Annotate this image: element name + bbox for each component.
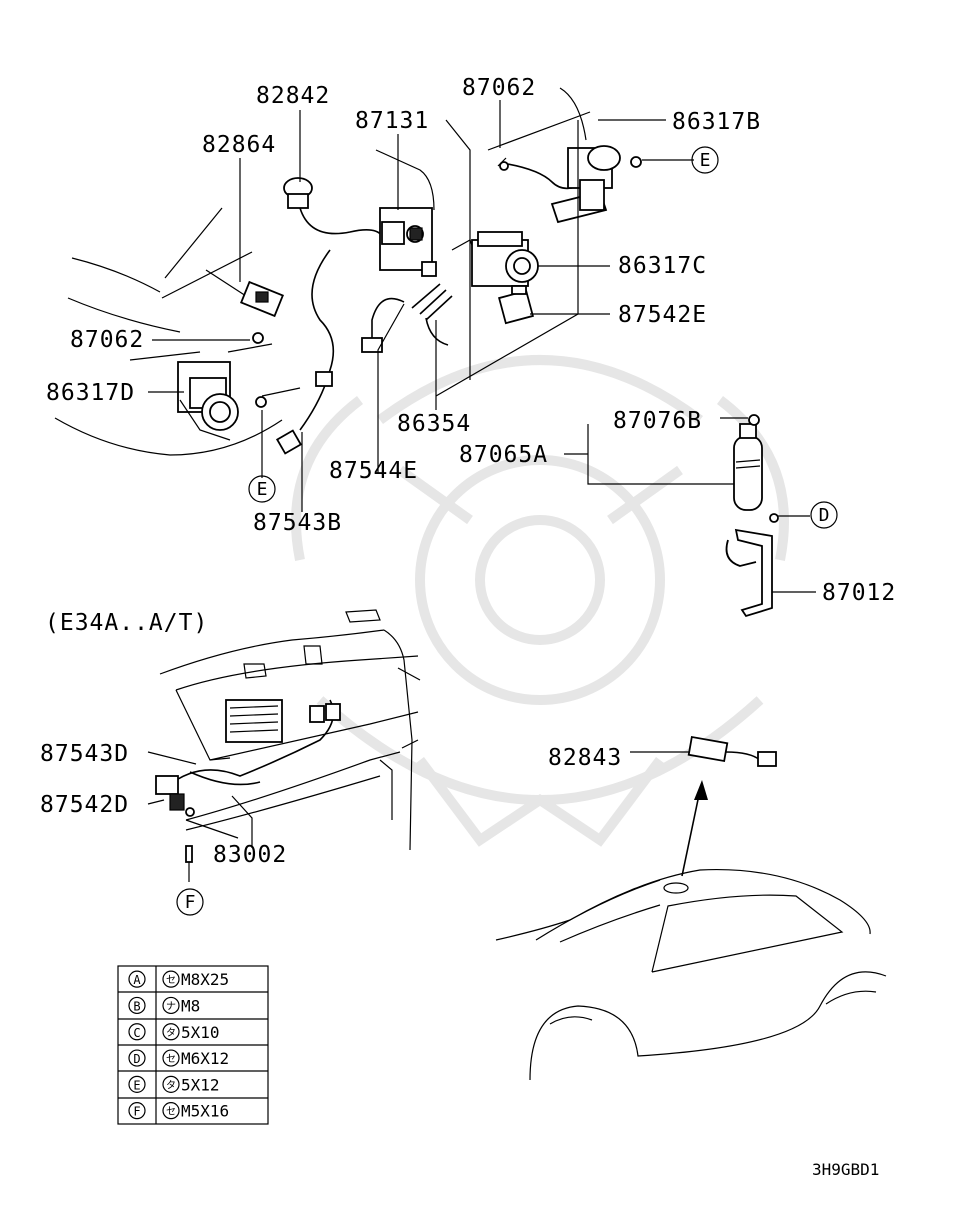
callout-D-letter: D [819, 505, 830, 526]
label-82864: 82864 [202, 132, 276, 158]
watermark-emblem [291, 355, 789, 847]
actuator-86317C [451, 231, 539, 287]
fastener-spec: 5X10 [181, 1023, 220, 1042]
label-83002: 83002 [213, 842, 287, 868]
label-86317C: 86317C [618, 253, 707, 279]
pointer-arrow [681, 780, 708, 877]
fastener-mark-circle [162, 1075, 180, 1093]
car-outline [495, 869, 887, 1081]
label-86354: 86354 [397, 411, 471, 437]
callout-E-top: E [691, 146, 719, 174]
fastener-mark: ナ [166, 1000, 176, 1012]
label-87131: 87131 [355, 108, 429, 134]
fastener-mark: セ [166, 974, 176, 986]
fastener-key: D [133, 1052, 140, 1066]
screw-87062-left [227, 332, 273, 353]
label-87544E: 87544E [329, 458, 418, 484]
fastener-spec: M6X12 [181, 1049, 229, 1068]
label-87012: 87012 [822, 580, 896, 606]
label-87062-left: 87062 [70, 327, 144, 353]
label-86317D: 86317D [46, 380, 135, 406]
fastener-mark: セ [166, 1106, 176, 1118]
diagram-code: 3H9GBD1 [812, 1160, 879, 1179]
callout-E-left-letter: E [257, 479, 268, 500]
fastener-key-circle [128, 970, 146, 988]
label-82842: 82842 [256, 83, 330, 109]
label-87542D: 87542D [40, 792, 129, 818]
fastener-spec: M8X25 [181, 970, 229, 989]
callout-F: F [176, 888, 204, 916]
fastener-key-circle [128, 996, 146, 1015]
sensor-82842 [275, 177, 385, 455]
label-86317B: 86317B [672, 109, 761, 135]
actuator-86317D [177, 361, 267, 441]
fastener-mark-circle [162, 1023, 180, 1041]
fastener-key: F [133, 1105, 140, 1119]
interior-outline [54, 207, 301, 456]
actuator-86317B [497, 145, 642, 224]
fastener-mark-circle [162, 996, 180, 1015]
callout-E-top-letter: E [700, 150, 711, 171]
harness-86354 [361, 283, 453, 353]
variant-note: (E34A..A/T) [45, 610, 208, 636]
label-87542E: 87542E [618, 302, 707, 328]
fastener-key: E [133, 1078, 140, 1092]
fastener-mark-circle [162, 970, 180, 988]
sensor-82864 [205, 269, 284, 318]
label-87076B: 87076B [613, 408, 702, 434]
fastener-key: B [133, 999, 140, 1013]
fastener-mark: セ [166, 1053, 176, 1065]
label-87065A: 87065A [459, 442, 548, 468]
fastener-spec: M8 [181, 996, 200, 1015]
fastener-key-circle [128, 1075, 146, 1093]
control-unit-87131 [375, 149, 437, 277]
fastener-key-circle [128, 1049, 146, 1067]
callout-D: D [810, 501, 838, 529]
dashboard-outline [159, 609, 421, 851]
sensor-82843 [630, 735, 777, 767]
fastener-mark-circle [162, 1049, 180, 1067]
leader-lines-upper [148, 87, 694, 512]
callout-E-left: E [248, 475, 276, 503]
callout-F-letter: F [185, 892, 196, 913]
fastener-key: A [133, 973, 141, 987]
receiver-drier-87065A [564, 414, 763, 511]
fastener-key: C [133, 1026, 140, 1040]
label-82843: 82843 [548, 745, 622, 771]
fastener-mark-circle [162, 1102, 180, 1120]
leader-lines-lower [147, 751, 253, 848]
fastener-spec: 5X12 [181, 1075, 220, 1094]
label-87062-top: 87062 [462, 75, 536, 101]
fastener-key-circle [128, 1102, 146, 1120]
fastener-mark: タ [166, 1079, 176, 1091]
label-87543B: 87543B [253, 510, 342, 536]
fastener-mark: タ [166, 1027, 176, 1039]
bracket-87012 [725, 513, 816, 618]
relay-87542E [498, 285, 534, 325]
label-87543D: 87543D [40, 741, 129, 767]
dashboard-harness [155, 699, 341, 882]
fastener-spec: M5X16 [181, 1102, 229, 1121]
fastener-key-circle [128, 1023, 146, 1041]
